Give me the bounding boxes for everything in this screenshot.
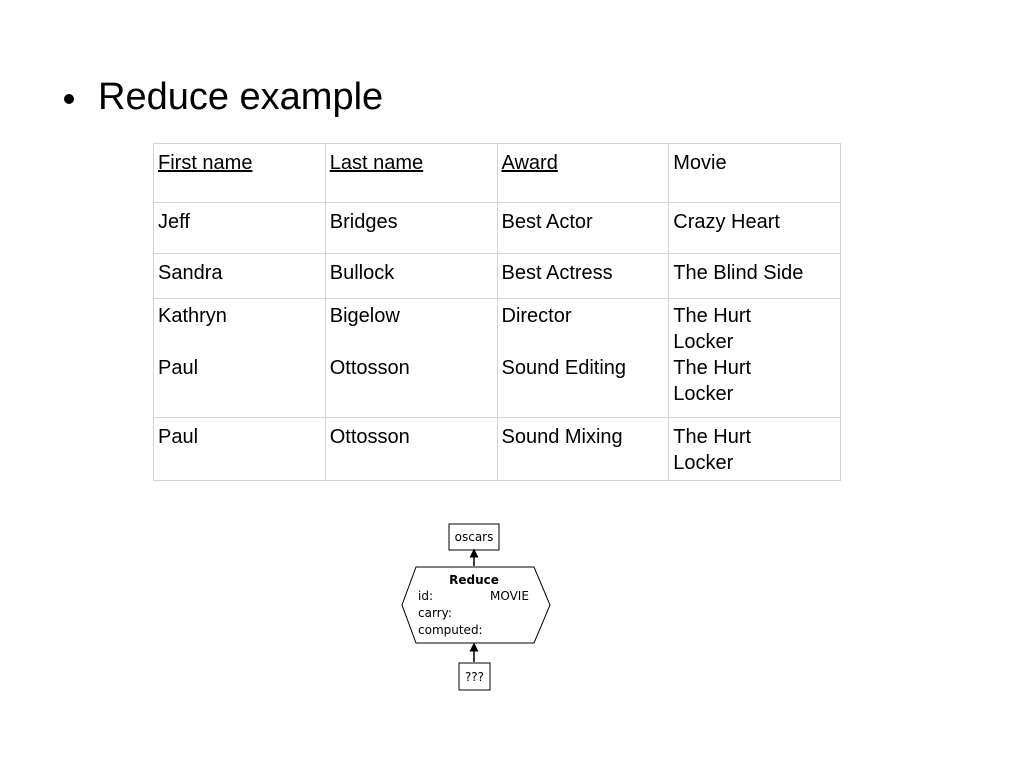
cell-movie: Crazy Heart bbox=[668, 202, 841, 254]
cell-line: Kathryn bbox=[158, 305, 227, 327]
unknown-box bbox=[458, 662, 491, 691]
header-award: Award bbox=[496, 143, 670, 203]
table-row: Paul Ottosson Sound Mixing The Hurt Lock… bbox=[153, 417, 841, 481]
unknown-label: ??? bbox=[465, 670, 484, 684]
cell-first-name: Kathryn Paul bbox=[153, 298, 326, 418]
cell-line: Bigelow bbox=[329, 305, 400, 327]
header-movie: Movie bbox=[668, 143, 841, 203]
cell-award: Best Actor bbox=[496, 202, 670, 254]
header-last-name: Last name bbox=[324, 143, 498, 203]
cell-movie: The Blind Side bbox=[668, 253, 841, 299]
cell-line: The Hurt Locker bbox=[673, 357, 752, 405]
cell-line: Sound Editing bbox=[501, 357, 627, 379]
cell-last-name: Bridges bbox=[324, 202, 498, 254]
awards-table: First name Last name Award Movie Jeff Br… bbox=[153, 143, 841, 481]
reduce-node-title: Reduce bbox=[449, 573, 499, 587]
id-label: id: bbox=[418, 589, 433, 603]
cell-last-name: Ottosson bbox=[324, 417, 498, 481]
cell-award: Sound Mixing bbox=[496, 417, 670, 481]
cell-first-name: Paul bbox=[153, 417, 326, 481]
slide-heading: Reduce example bbox=[98, 76, 384, 118]
cell-movie: The Hurt Locker The Hurt Locker bbox=[668, 298, 841, 418]
reduce-node bbox=[401, 566, 551, 644]
bullet-dot-icon bbox=[64, 94, 74, 104]
cell-last-name: Bullock bbox=[324, 253, 498, 299]
reduce-diagram: oscars Reduce id: MOVIE carry: computed:… bbox=[400, 520, 552, 695]
header-first-name: First name bbox=[153, 143, 326, 203]
reduce-diagram-svg: oscars Reduce id: MOVIE carry: computed:… bbox=[401, 523, 551, 691]
cell-award: Director Sound Editing bbox=[496, 298, 670, 418]
cell-movie: The Hurt Locker bbox=[668, 417, 841, 481]
oscars-label: oscars bbox=[455, 530, 494, 544]
table-row: Jeff Bridges Best Actor Crazy Heart bbox=[153, 202, 841, 254]
table-header-row: First name Last name Award Movie bbox=[153, 143, 841, 203]
cell-line: Paul bbox=[158, 357, 199, 379]
bullet-item: Reduce example bbox=[64, 72, 383, 122]
cell-last-name: Bigelow Ottosson bbox=[324, 298, 498, 418]
cell-line: Ottosson bbox=[329, 357, 410, 379]
id-value: MOVIE bbox=[490, 589, 529, 603]
cell-line: Director bbox=[501, 305, 572, 327]
cell-first-name: Jeff bbox=[153, 202, 326, 254]
cell-first-name: Sandra bbox=[153, 253, 326, 299]
computed-label: computed: bbox=[418, 623, 483, 637]
carry-label: carry: bbox=[418, 606, 452, 620]
table-row-merged: Kathryn Paul Bigelow Ottosson Director S… bbox=[153, 298, 841, 418]
oscars-box bbox=[448, 523, 500, 551]
cell-line: The Hurt Locker bbox=[673, 305, 752, 353]
cell-award: Best Actress bbox=[496, 253, 670, 299]
table-row: Sandra Bullock Best Actress The Blind Si… bbox=[153, 253, 841, 299]
